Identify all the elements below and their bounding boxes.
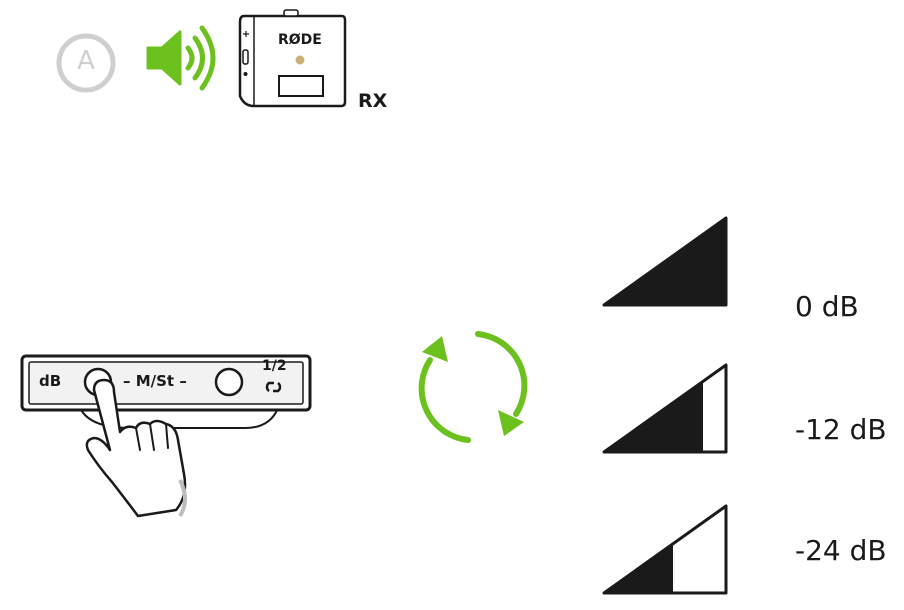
level-triangle-2 [602,504,728,595]
receiver-device-icon: RØDE [234,9,349,115]
panel-body [20,354,312,429]
level-label-1: -12 dB [795,413,887,446]
level-row-2: -24 dB [600,502,900,602]
mode-a-icon: A [55,32,117,94]
mode-letter: A [77,46,95,76]
level-label-0: 0 dB [795,290,859,323]
cycle-arrows-icon [418,331,528,443]
device-label: RX [358,90,388,112]
channel-button-label: 1/2 [262,358,287,374]
level-triangle-0 [602,216,728,307]
device-brand: RØDE [278,32,322,48]
receiver-device-body [238,9,347,108]
level-row-1: -12 dB [600,361,900,461]
speaker-icon [146,25,216,91]
mode-a-circle [56,33,116,93]
level-row-0: 0 dB [600,214,900,323]
device-control-panel: dB – M/St – 1/2 [20,348,315,448]
mode-button-label: – M/St – [123,372,187,390]
level-label-2: -24 dB [795,534,887,567]
db-button-label: dB [39,372,62,390]
pointing-hand-icon [85,378,187,518]
level-triangle-1 [602,363,728,454]
